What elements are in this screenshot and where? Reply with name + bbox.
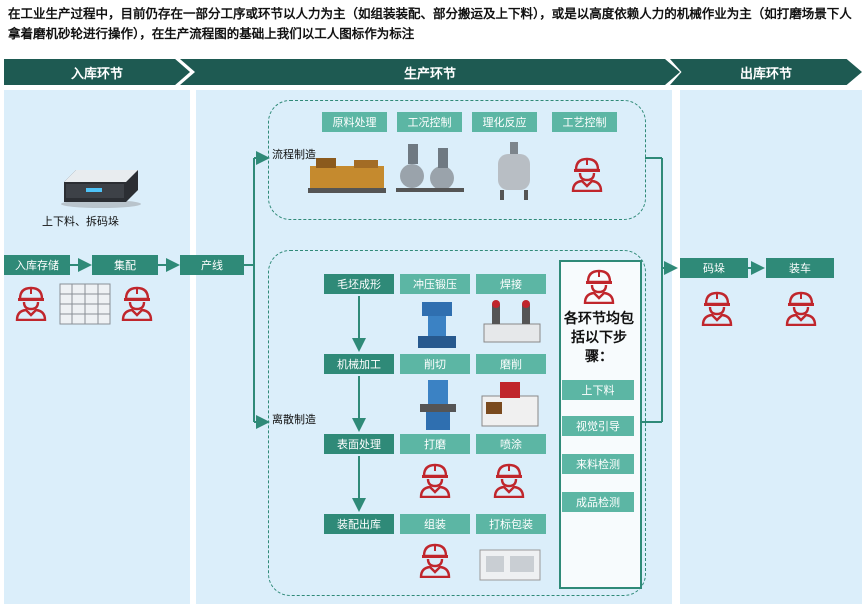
- discrete-manufacturing-box: [268, 250, 646, 596]
- machine-image: [482, 298, 542, 348]
- intro-text: 在工业生产过程中，目前仍存在一部分工序或环节以人力为主（如组装装配、部分搬运及上…: [8, 6, 852, 41]
- discrete-label: 离散制造: [272, 413, 316, 426]
- machine-image: [306, 150, 388, 196]
- production-line-step: 产线: [180, 255, 244, 275]
- outbound-panel: [680, 90, 862, 604]
- discrete-stage: 装配出库: [324, 514, 394, 534]
- discrete-stage: 机械加工: [324, 354, 394, 374]
- discrete-step: 打磨: [400, 434, 470, 454]
- agv-robot-icon: [56, 160, 146, 210]
- worker-icon: [418, 462, 452, 499]
- discrete-step: 削切: [400, 354, 470, 374]
- worker-icon: [492, 462, 526, 499]
- worker-icon: [784, 290, 818, 327]
- worker-icon: [14, 285, 48, 322]
- discrete-step: 打标包装: [476, 514, 546, 534]
- worker-icon: [120, 285, 154, 322]
- process-step: 工艺控制: [552, 112, 617, 132]
- process-step: 原料处理: [322, 112, 387, 132]
- palletize-step: 码垛: [680, 258, 748, 278]
- common-step: 上下料: [562, 380, 634, 400]
- section-header-inbound: 入库环节: [4, 59, 190, 85]
- kitting-step: 集配: [92, 255, 158, 275]
- common-steps-title: 各环节均包括以下步骤：: [564, 311, 634, 365]
- inbound-storage-step: 入库存储: [4, 255, 70, 275]
- agv-caption: 上下料、拆码垛: [42, 215, 119, 228]
- machine-image: [414, 378, 462, 432]
- process-step: 工况控制: [397, 112, 462, 132]
- process-step: 理化反应: [472, 112, 537, 132]
- discrete-stage: 毛坯成形: [324, 274, 394, 294]
- process-label: 流程制造: [272, 148, 316, 161]
- section-header-production: 生产环节: [180, 59, 680, 85]
- worker-icon: [582, 268, 616, 305]
- worker-icon: [570, 156, 604, 193]
- process-manufacturing-box: [268, 100, 646, 220]
- discrete-step: 磨削: [476, 354, 546, 374]
- machine-image: [478, 540, 542, 584]
- storage-rack-image: [58, 280, 112, 326]
- common-step: 来料检测: [562, 454, 634, 474]
- common-step: 视觉引导: [562, 416, 634, 436]
- worker-icon: [418, 542, 452, 579]
- section-header-outbound: 出库环节: [670, 59, 862, 85]
- section-label: 出库环节: [739, 66, 792, 82]
- machine-image: [488, 140, 540, 202]
- discrete-step: 焊接: [476, 274, 546, 294]
- discrete-stage: 表面处理: [324, 434, 394, 454]
- machine-image: [414, 298, 460, 350]
- worker-icon: [700, 290, 734, 327]
- machine-image: [392, 140, 468, 198]
- discrete-step: 冲压锻压: [400, 274, 470, 294]
- section-label: 生产环节: [403, 66, 456, 82]
- common-step: 成品检测: [562, 492, 634, 512]
- machine-image: [478, 378, 542, 430]
- discrete-step: 组装: [400, 514, 470, 534]
- discrete-step: 喷涂: [476, 434, 546, 454]
- loading-step: 装车: [766, 258, 834, 278]
- section-label: 入库环节: [70, 66, 123, 82]
